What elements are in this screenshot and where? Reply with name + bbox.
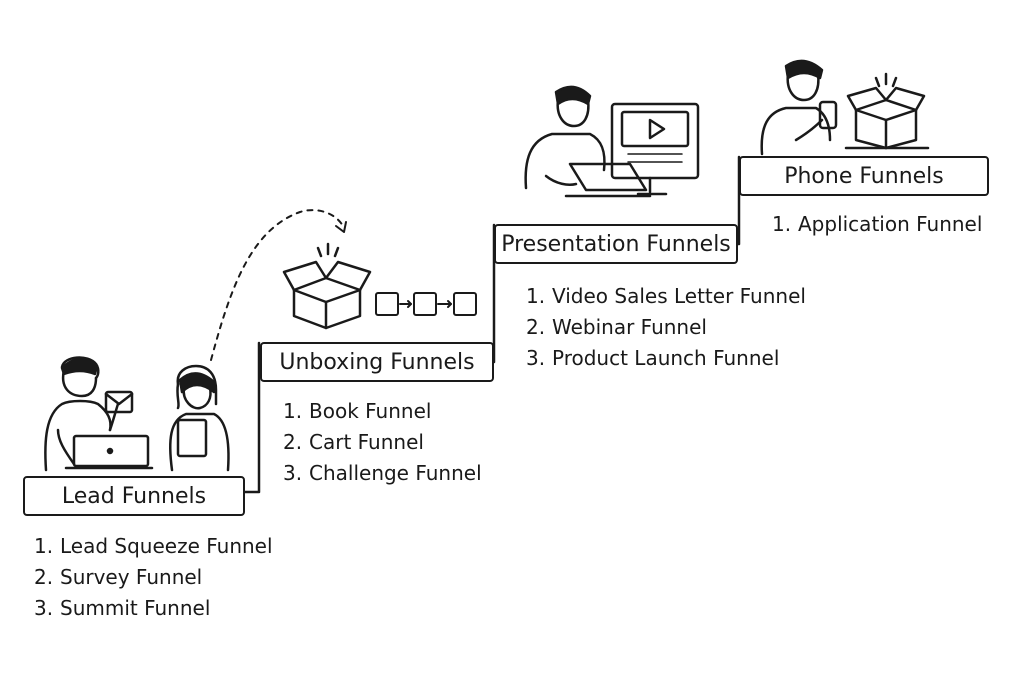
- list-item: 1.Video Sales Letter Funnel: [526, 284, 806, 308]
- stage-title: Presentation Funnels: [501, 231, 731, 257]
- list-item: 3.Challenge Funnel: [283, 461, 482, 485]
- woman-with-tablet-icon: [169, 364, 230, 472]
- man-with-phone-icon: [760, 59, 838, 156]
- open-box-icon: [844, 72, 930, 150]
- list-item: 3.Summit Funnel: [34, 596, 211, 620]
- presentation-funnels-list: 1.Video Sales Letter Funnel 2.Webinar Fu…: [526, 281, 806, 374]
- lead-funnels-box: Lead Funnels: [23, 476, 245, 516]
- unboxing-funnels-box: Unboxing Funnels: [260, 342, 494, 382]
- list-item: 1.Application Funnel: [772, 212, 983, 236]
- list-item: 3.Product Launch Funnel: [526, 346, 780, 370]
- dashed-arrow-icon: [210, 209, 347, 361]
- list-item: 2.Survey Funnel: [34, 565, 203, 589]
- man-at-computer-icon: [524, 85, 652, 198]
- list-item: 2.Webinar Funnel: [526, 315, 707, 339]
- open-box-icon: [282, 242, 372, 330]
- video-monitor-icon: [610, 102, 700, 196]
- list-item: 1.Book Funnel: [283, 399, 432, 423]
- three-step-flow-icon: [375, 292, 477, 316]
- phone-funnels-list: 1.Application Funnel: [772, 209, 982, 240]
- unboxing-funnels-list: 1.Book Funnel 2.Cart Funnel 3.Challenge …: [283, 396, 482, 489]
- envelope-icon: [104, 390, 134, 414]
- man-with-laptop-icon: [44, 356, 154, 472]
- stage-title: Lead Funnels: [61, 483, 207, 509]
- list-item: 1.Lead Squeeze Funnel: [34, 534, 273, 558]
- lead-funnels-list: 1.Lead Squeeze Funnel 2.Survey Funnel 3.…: [34, 531, 273, 624]
- phone-funnels-box: Phone Funnels: [739, 156, 989, 196]
- list-item: 2.Cart Funnel: [283, 430, 424, 454]
- stage-title: Phone Funnels: [784, 163, 944, 189]
- stage-title: Unboxing Funnels: [279, 349, 475, 375]
- presentation-funnels-box: Presentation Funnels: [494, 224, 738, 264]
